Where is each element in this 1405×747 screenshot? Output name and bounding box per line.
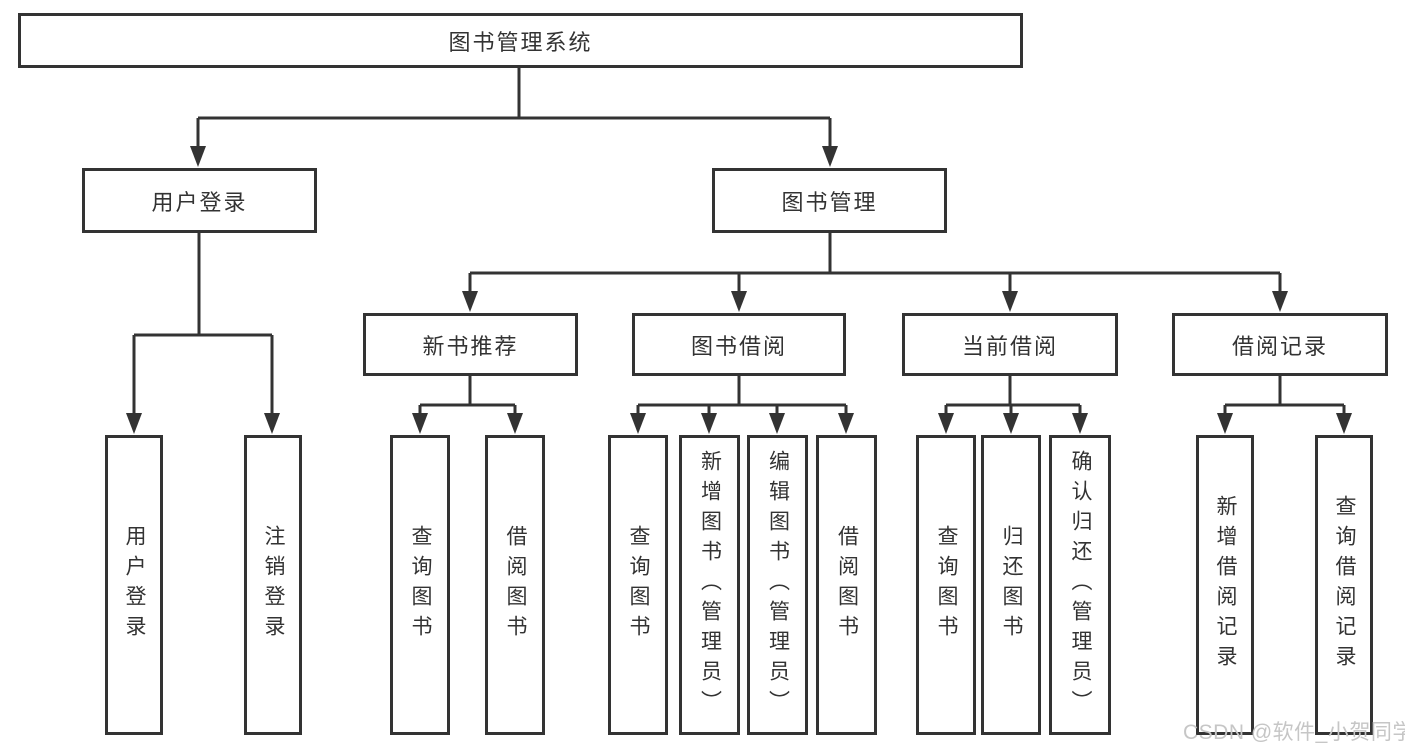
leaf-add-book-admin: 新增图书（管理员） <box>679 435 740 735</box>
node-library-management-system: 图书管理系统 <box>18 13 1023 68</box>
node-new-book-recommendation: 新书推荐 <box>363 313 578 376</box>
node-book-borrowing: 图书借阅 <box>632 313 846 376</box>
connector-paths <box>132 68 1346 420</box>
leaf-confirm-return-admin: 确认归还（管理员） <box>1049 435 1111 735</box>
arrowhead-icons <box>126 146 1352 434</box>
leaf-return-book: 归还图书 <box>981 435 1041 735</box>
leaf-query-books-recommend: 查询图书 <box>390 435 450 735</box>
leaf-user-login: 用户登录 <box>105 435 163 735</box>
node-book-management: 图书管理 <box>712 168 947 233</box>
csdn-watermark: CSDN @软件_小贺同学 <box>1183 721 1405 744</box>
leaf-logout: 注销登录 <box>244 435 302 735</box>
node-user-login: 用户登录 <box>82 168 317 233</box>
leaf-query-books-current: 查询图书 <box>916 435 976 735</box>
leaf-query-books-borrow: 查询图书 <box>608 435 668 735</box>
leaf-borrow-books-recommend: 借阅图书 <box>485 435 545 735</box>
leaf-borrow-books: 借阅图书 <box>816 435 877 735</box>
leaf-query-borrow-record: 查询借阅记录 <box>1315 435 1373 735</box>
leaf-edit-book-admin: 编辑图书（管理员） <box>747 435 808 735</box>
node-current-borrowing: 当前借阅 <box>902 313 1118 376</box>
node-borrowing-records: 借阅记录 <box>1172 313 1388 376</box>
leaf-add-borrow-record: 新增借阅记录 <box>1196 435 1254 735</box>
